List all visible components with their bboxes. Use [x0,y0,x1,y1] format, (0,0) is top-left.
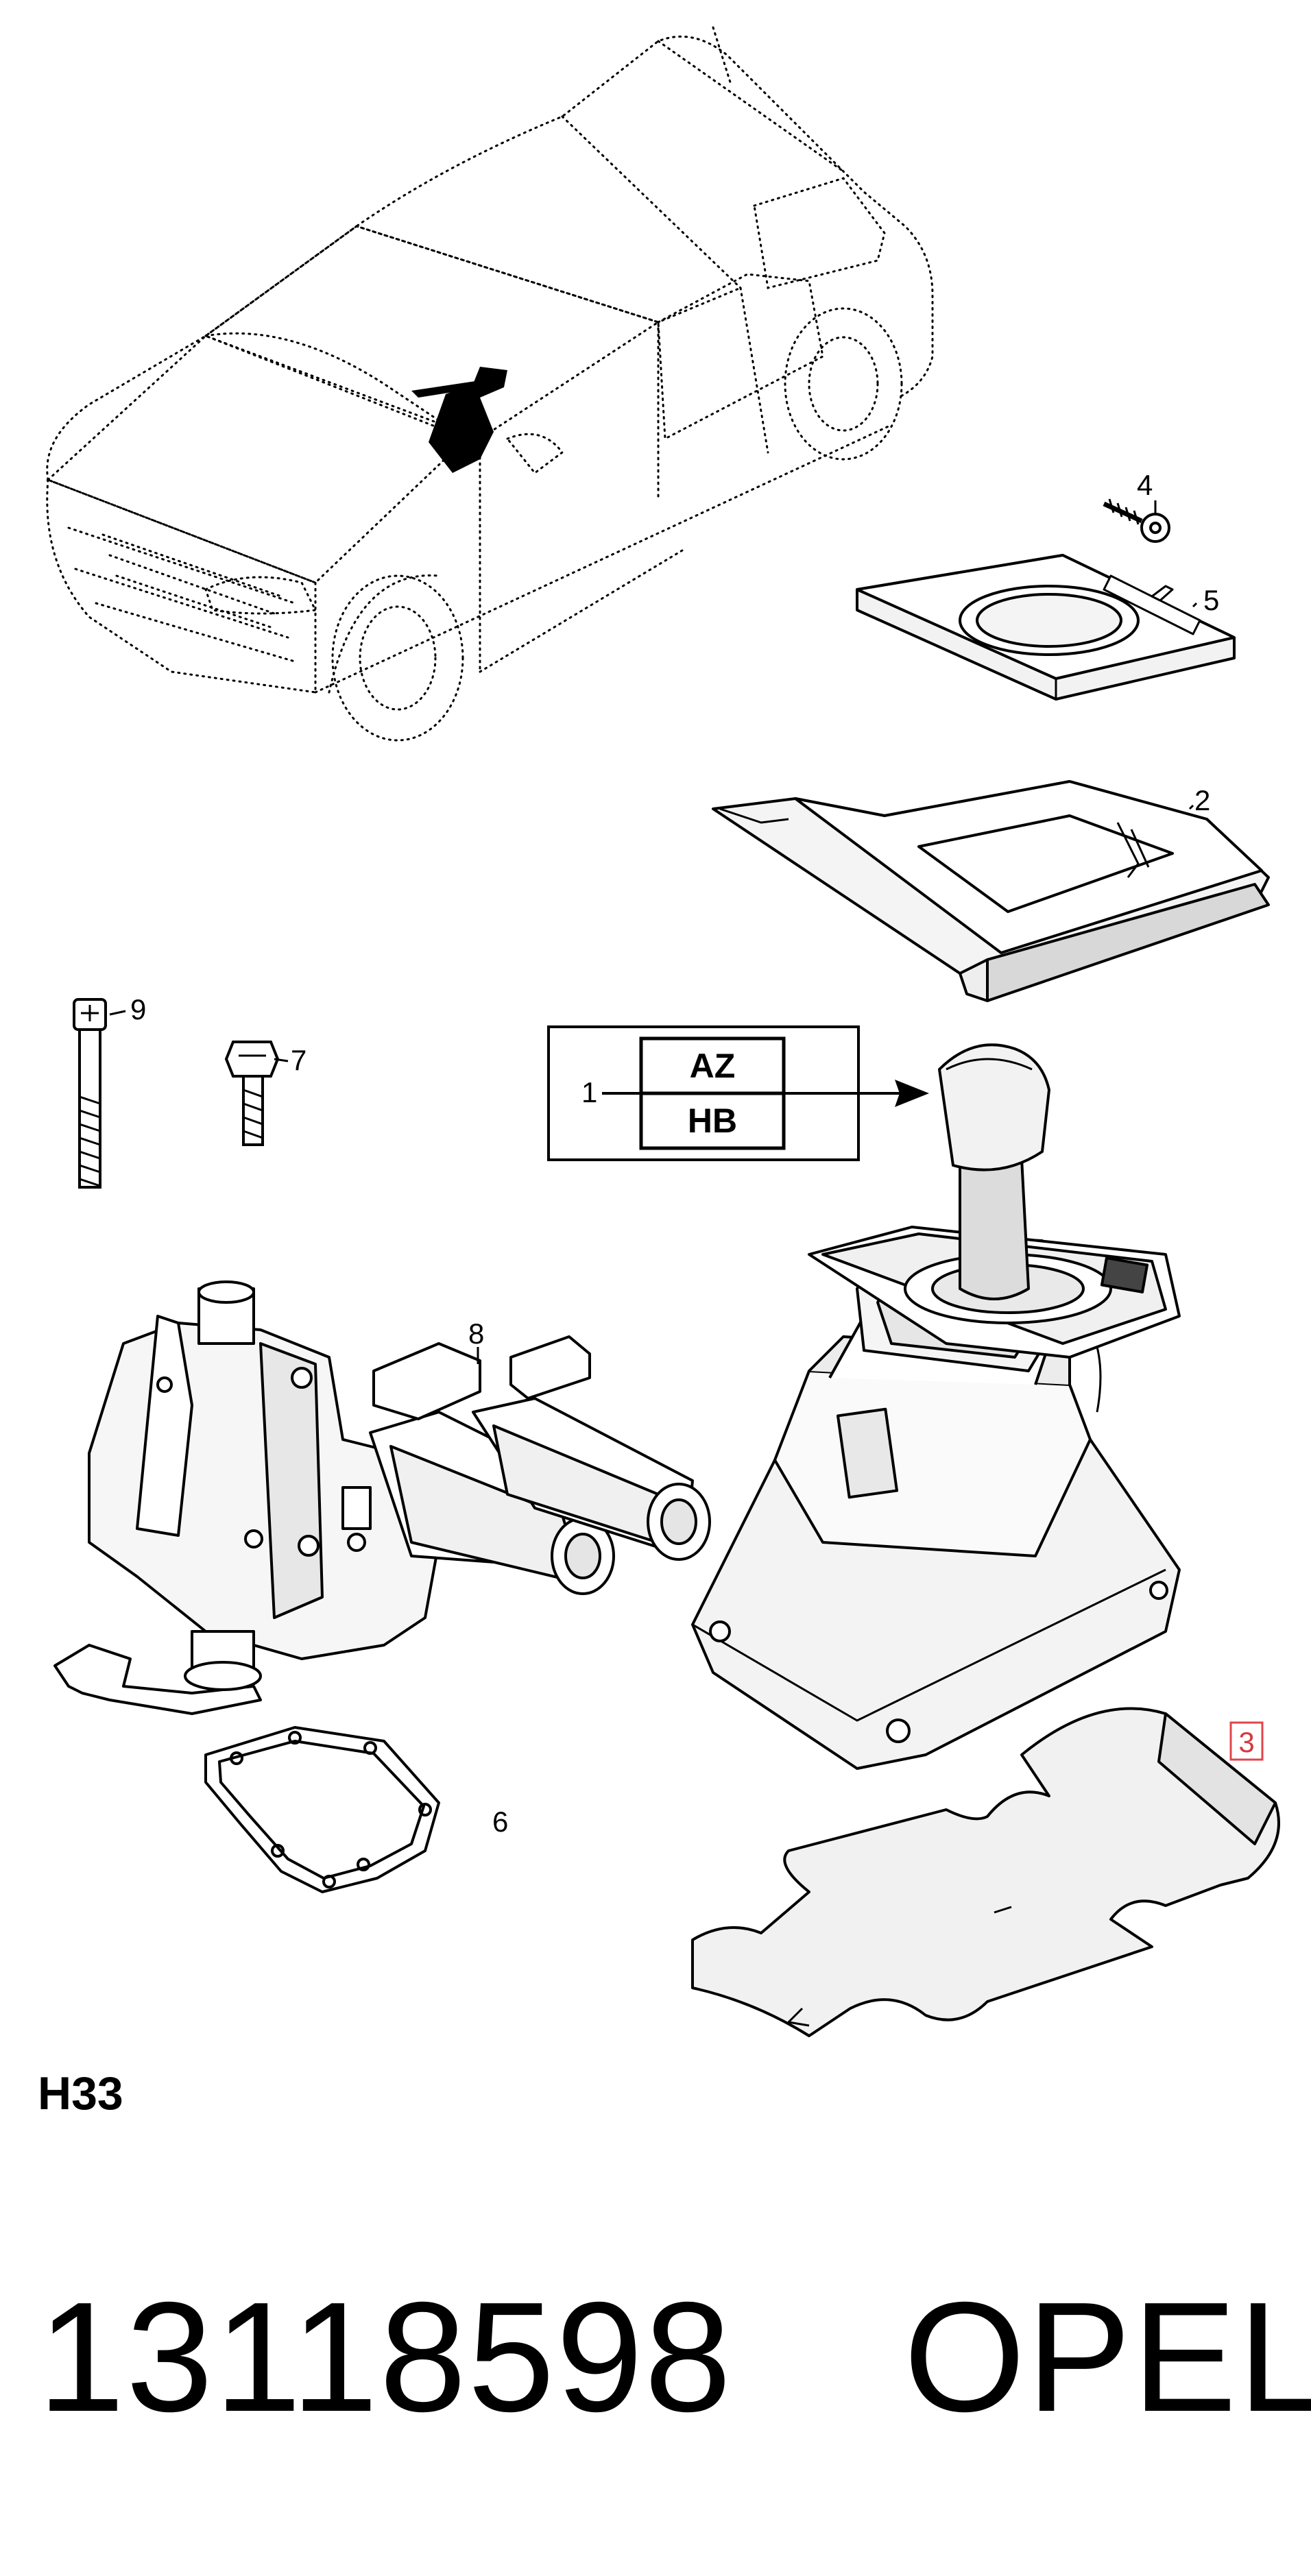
callout-labels: 4 5 2 9 7 1 8 6 [130,469,1219,1838]
bolt-part-7 [224,1041,280,1146]
callout-6: 6 [492,1806,508,1838]
callout-7: 7 [291,1044,306,1076]
actuator-part-8 [53,1280,711,1715]
vehicle-locator-illustration [46,26,934,742]
variant-table: AZ HB [547,1025,929,1161]
bolt-part-9 [73,998,107,1189]
callout-1: 1 [581,1076,597,1108]
gear-shift-unit-part-1 [691,1043,1181,1770]
gasket-part-6 [204,1726,440,1893]
gaiter-frame-part-5 [856,554,1236,701]
callout-3-highlight: 3 [1229,1721,1264,1761]
callout-5: 5 [1203,584,1219,616]
screw-part-4 [1103,498,1170,543]
pad-part-3 [691,1707,1280,2037]
part-number: 13118598 [38,2270,733,2444]
callout-9: 9 [130,993,146,1025]
variant-hb: HB [688,1102,737,1140]
brand-name: OPEL [904,2270,1311,2444]
gear-lever-location-marker [411,367,507,473]
leader-lines [109,500,1198,1364]
section-code: H33 [38,2067,123,2119]
callout-4: 4 [1137,469,1153,501]
console-trim-part-2 [712,780,1270,1002]
callout-2: 2 [1194,784,1210,816]
callout-3: 3 [1238,1726,1254,1758]
variant-az: AZ [690,1047,736,1085]
callout-8: 8 [468,1317,484,1350]
